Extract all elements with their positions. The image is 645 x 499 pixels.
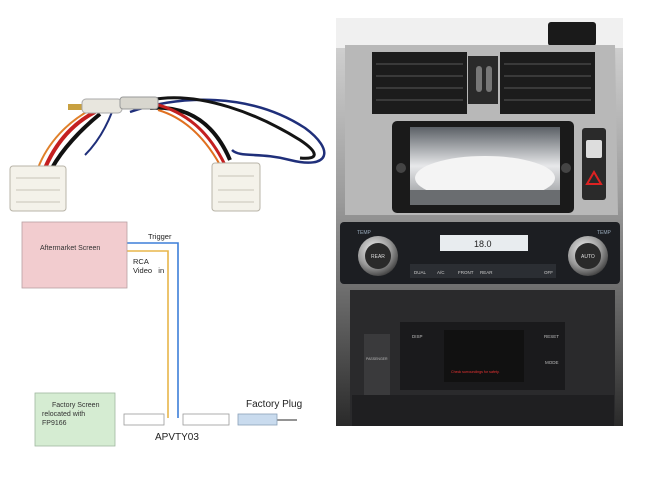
trigger-wire	[127, 242, 179, 418]
reset-button-label: RESET	[544, 334, 559, 339]
harness-orange-wire	[157, 109, 221, 166]
factory-screen-label-3: FP9166	[42, 420, 67, 427]
climate-btn-off: OFF	[544, 270, 553, 275]
dashboard-photo: TEMP TEMP REAR AUTO 18.0 DUAL A/C FRONT …	[336, 18, 623, 426]
right-air-vent	[500, 52, 595, 114]
harness-left-orange	[37, 109, 91, 169]
passenger-label: PASSENGER	[366, 357, 388, 361]
factory-plug-label: Factory Plug	[246, 399, 302, 410]
rca-plug-boot	[119, 96, 159, 110]
video-in-label: Video in	[133, 266, 164, 275]
mode-button-label: MODE	[545, 360, 559, 365]
temp-left-label: TEMP	[357, 230, 372, 236]
aftermarket-screen-label: Aftermarket Screen	[40, 245, 100, 252]
factory-screen-display	[444, 330, 524, 382]
schematic-diagram: Aftermarket Screen Trigger RCA Video in …	[21, 221, 302, 447]
hazard-icon	[585, 170, 603, 185]
climate-btn-front: FRONT	[458, 270, 474, 275]
apvty03-connector-left	[123, 413, 165, 426]
trigger-label: Trigger	[148, 232, 172, 241]
dash-mount	[548, 22, 596, 46]
harness-left-connector	[9, 165, 67, 212]
apvty03-connector-right	[182, 413, 230, 426]
climate-temp-display	[440, 235, 528, 251]
left-air-vent	[372, 52, 467, 114]
harness-blue-wire-2	[84, 111, 113, 156]
factory-screen-label-1: Factory Screen	[52, 402, 100, 409]
climate-button-row: DUAL A/C FRONT REAR OFF	[410, 264, 556, 278]
video-wire	[127, 250, 169, 418]
disp-button-label: DISP	[412, 334, 423, 339]
climate-temp-value: 18.0	[474, 239, 492, 249]
factory-screen-label-2: relocated with	[42, 411, 85, 418]
harness-left-red	[43, 110, 96, 169]
climate-btn-rear: REAR	[480, 270, 493, 275]
hazard-switch-panel	[582, 128, 606, 200]
auto-knob-label: AUTO	[581, 254, 595, 260]
rca-label: RCA	[133, 257, 149, 266]
rear-knob-label: REAR	[371, 254, 385, 260]
rca-plug-body	[81, 98, 123, 114]
aftermarket-screen-box	[21, 221, 128, 289]
harness-right-connector	[211, 162, 261, 212]
temp-right-label: TEMP	[597, 230, 612, 236]
climate-btn-dual: DUAL	[414, 270, 427, 275]
climate-btn-ac: A/C	[437, 270, 445, 275]
apvty03-label: APVTY03	[155, 432, 199, 443]
factory-screen-warning: Check surroundings for safety.	[451, 370, 499, 374]
harness-red-wire	[154, 102, 227, 166]
harness-black-wire	[149, 96, 316, 160]
wiring-harness-photo	[9, 96, 326, 212]
harness-left-black	[50, 112, 102, 169]
rca-plug-tip	[68, 104, 82, 110]
factory-screen-box	[34, 392, 116, 447]
harness-black-bundle	[149, 105, 232, 161]
factory-plug-box	[237, 413, 278, 426]
passenger-airbag-panel	[364, 334, 390, 396]
